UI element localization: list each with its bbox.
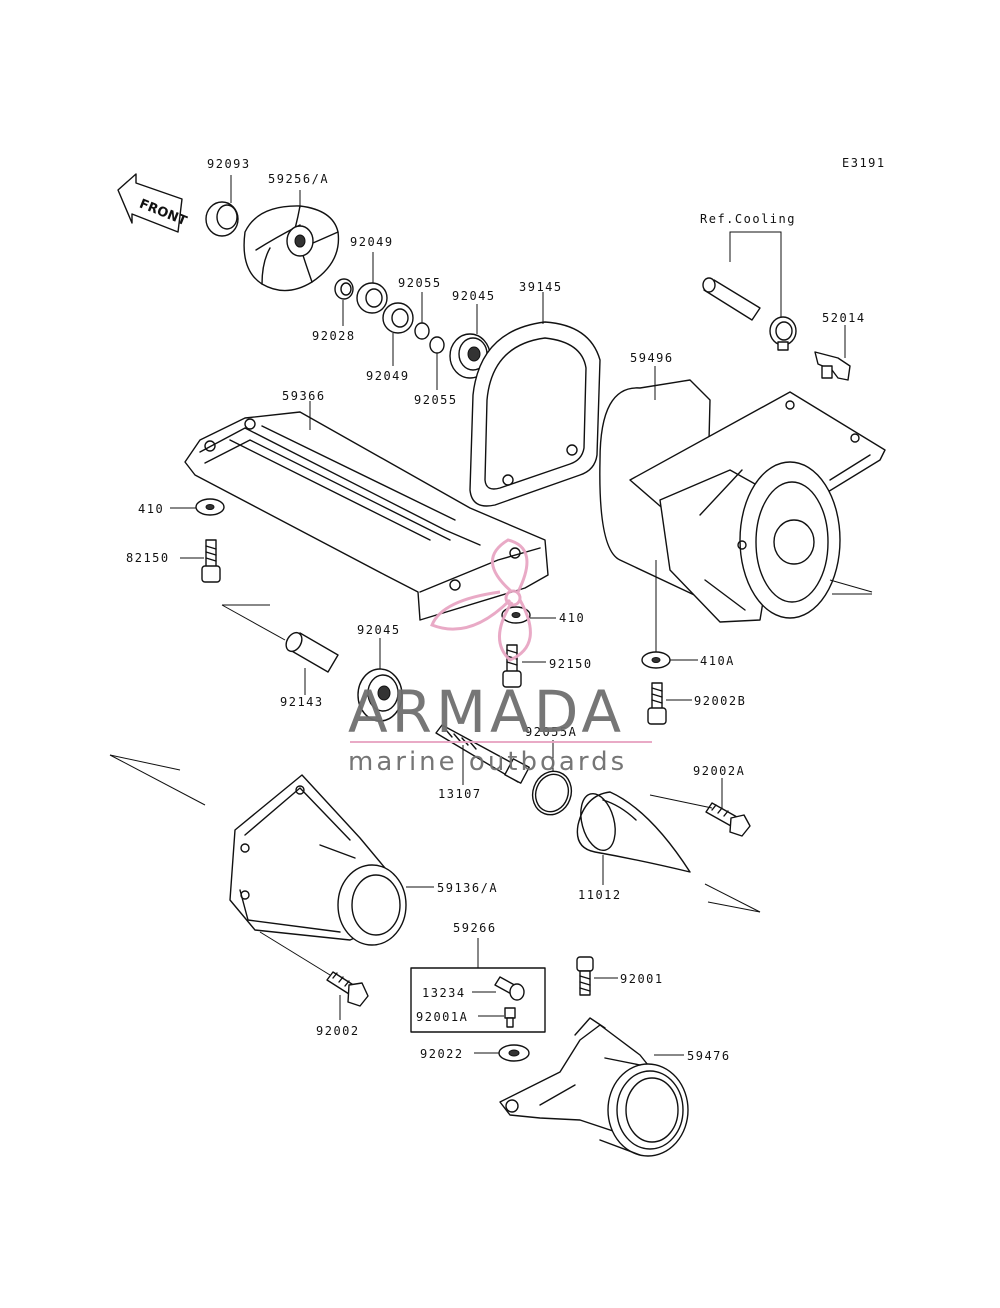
label-92002B: 92002B	[694, 694, 746, 708]
label-59256A: 59256/A	[268, 172, 329, 186]
part-92049-seal-upper	[356, 282, 388, 314]
label-410-right: 410	[559, 611, 585, 625]
part-13234-pin	[494, 976, 525, 1001]
part-410A-washer	[641, 651, 671, 669]
label-13107: 13107	[438, 787, 482, 801]
leader-ref-cooling	[729, 231, 782, 320]
cooling-hose	[702, 277, 761, 321]
part-11012-cone	[576, 791, 691, 873]
label-92049-lower: 92049	[366, 369, 410, 383]
part-92055-oring-upper	[414, 322, 430, 340]
part-82150-bolt	[201, 539, 221, 583]
part-92093-bushing	[205, 201, 239, 237]
label-92002: 92002	[316, 1024, 360, 1038]
label-92001: 92001	[620, 972, 664, 986]
label-410-left: 410	[138, 502, 164, 516]
part-92055A-oring	[531, 770, 573, 816]
watermark-tagline: marine outboards	[348, 747, 627, 777]
label-92093: 92093	[207, 157, 251, 171]
part-92001-bolt	[576, 956, 594, 996]
part-92055-oring-lower	[429, 336, 445, 354]
part-92028-sleeve	[334, 278, 354, 300]
label-92045-upper: 92045	[452, 289, 496, 303]
kit-box-59266	[410, 967, 546, 1033]
label-13234: 13234	[422, 986, 466, 1000]
label-92049-upper: 92049	[350, 235, 394, 249]
hose-clamp	[769, 316, 797, 351]
label-92045-lower: 92045	[357, 623, 401, 637]
label-92150: 92150	[549, 657, 593, 671]
part-59136A-nozzle	[229, 774, 407, 946]
part-52014-fitting	[814, 351, 851, 381]
part-59496-pump-housing	[599, 379, 886, 623]
part-92002A-bolt	[705, 802, 751, 837]
guide-line-right-1	[704, 883, 761, 913]
label-59496: 59496	[630, 351, 674, 365]
guide-line-left-4	[109, 754, 206, 806]
label-410A: 410A	[700, 654, 735, 668]
label-82150: 82150	[126, 551, 170, 565]
guide-line-right-2	[707, 901, 761, 913]
label-92022: 92022	[420, 1047, 464, 1061]
part-92002B-bolt	[647, 682, 667, 725]
label-92055A: 92055A	[525, 725, 577, 739]
label-39145: 39145	[519, 280, 563, 294]
label-92055-lower: 92055	[414, 393, 458, 407]
propeller-logo-icon	[430, 538, 532, 662]
guide-line-left-3	[109, 754, 181, 771]
part-59476-steering-nozzle	[499, 1017, 689, 1157]
guide-line-left-2	[221, 604, 286, 641]
label-59136A: 59136/A	[437, 881, 498, 895]
part-59256A-impeller	[243, 205, 340, 292]
part-13107-shaft	[435, 724, 530, 784]
front-arrow-icon: FRONT	[117, 173, 189, 233]
label-59366: 59366	[282, 389, 326, 403]
watermark-brand: ARMADA	[348, 678, 625, 746]
part-410-washer-left	[195, 498, 225, 516]
label-59266: 59266	[453, 921, 497, 935]
part-92049-seal-lower	[382, 302, 414, 334]
part-410-washer-right	[501, 606, 531, 624]
label-92001A: 92001A	[416, 1010, 468, 1024]
part-92022-washer	[498, 1044, 530, 1062]
watermark: ARMADA marine outboards	[348, 538, 652, 777]
label-52014: 52014	[822, 311, 866, 325]
label-92028: 92028	[312, 329, 356, 343]
guide-line-92002A	[649, 794, 713, 809]
diagram-code: E3191	[842, 156, 886, 170]
part-92143-collar	[285, 631, 339, 673]
label-92002A: 92002A	[693, 764, 745, 778]
part-39145-gasket	[469, 321, 601, 507]
part-92001A-screw	[504, 1007, 516, 1028]
guide-line-92002	[259, 931, 331, 976]
part-92002-bolt	[326, 971, 369, 1007]
label-92143: 92143	[280, 695, 324, 709]
ref-cooling-label: Ref.Cooling	[700, 212, 796, 226]
label-92055-upper: 92055	[398, 276, 442, 290]
part-92045-bearing-lower	[357, 668, 403, 722]
label-11012: 11012	[578, 888, 622, 902]
label-59476: 59476	[687, 1049, 731, 1063]
part-59366-bracket	[184, 411, 549, 621]
